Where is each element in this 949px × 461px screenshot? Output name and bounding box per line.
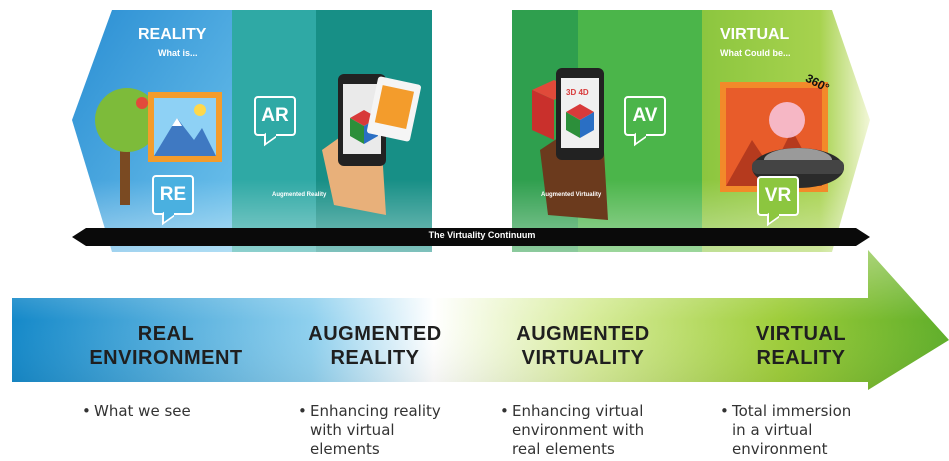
continuum-background [72,10,870,252]
bullet-line: environment [732,440,828,458]
bullet-line: environment with [512,421,645,439]
continuum-label: The Virtuality Continuum [428,230,536,240]
continuum-arrow [12,250,949,390]
ar-badge: AR [254,96,296,136]
bullet-augmented-virtuality: •Enhancing virtual environment with real… [500,402,645,458]
av-phone-text: 3D 4D [566,88,589,97]
stage-heading-line1: AUGMENTED [516,323,650,345]
bullet-augmented-reality: •Enhancing reality with virtual elements [298,402,441,458]
stage-heading-line2: REALITY [330,347,420,369]
bullet-line: elements [310,440,380,458]
bullet-real-environment: •What we see [82,402,191,420]
bullet-line: Total immersion [732,402,852,420]
stage-heading-line2: ENVIRONMENT [89,347,243,369]
reality-title: REALITY [138,26,207,43]
av-badge: AV [624,96,666,136]
bullet-line: Enhancing reality [310,402,441,420]
vr-badge: VR [757,176,799,216]
bullet-line: What we see [94,402,191,420]
bullet-virtual-reality: •Total immersion in a virtual environmen… [720,402,852,458]
bullet-line: in a virtual [732,421,813,439]
stage-heading-line1: VIRTUAL [755,323,847,345]
stage-virtual-reality: VIRTUAL REALITY [706,322,896,370]
bullet-line: real elements [512,440,615,458]
virtuality-continuum-graphic: REALITY What is... RE AR Augmented Reali… [72,0,870,252]
reality-subtitle: What is... [158,48,198,58]
stage-heading-line2: REALITY [756,347,846,369]
stage-real-environment: REAL ENVIRONMENT [66,322,266,370]
ar-caption: Augmented Reality [272,192,327,198]
stage-augmented-virtuality: AUGMENTED VIRTUALITY [488,322,678,370]
av-caption: Augmented Virtuality [541,192,602,198]
virtual-title: VIRTUAL [720,26,790,43]
bullet-line: Enhancing virtual [512,402,644,420]
stage-heading-line2: VIRTUALITY [521,347,645,369]
bullet-line: with virtual [310,421,395,439]
virtual-subtitle: What Could be... [720,48,791,58]
stage-heading-line1: AUGMENTED [308,323,442,345]
stage-heading-line1: REAL [137,323,195,345]
stage-augmented-reality: AUGMENTED REALITY [280,322,470,370]
re-badge: RE [152,175,194,215]
